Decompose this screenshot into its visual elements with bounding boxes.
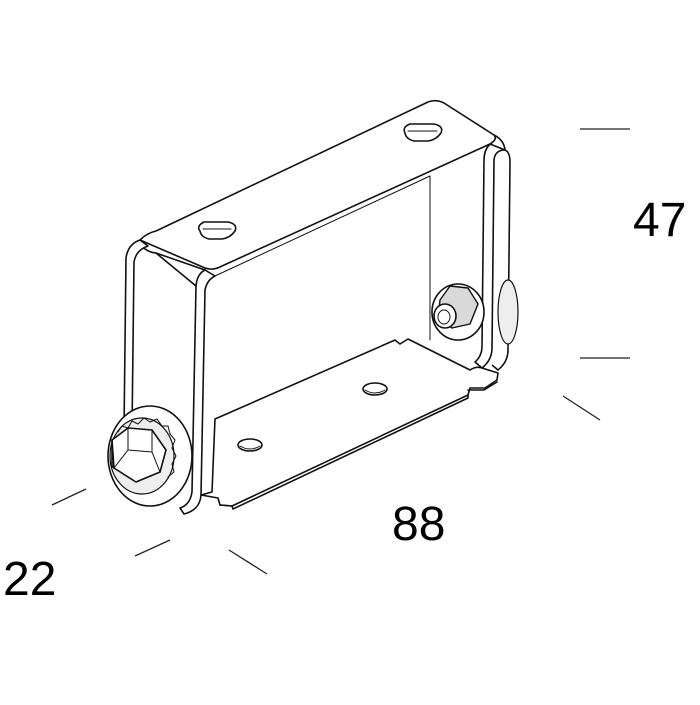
slot-right xyxy=(403,123,443,142)
left-bolt-head-side xyxy=(111,439,115,469)
top-flange-corner xyxy=(493,134,506,151)
left-fastener xyxy=(107,405,193,507)
depth-dimension-label: 22 xyxy=(3,553,57,606)
width-dimension-label: 88 xyxy=(392,498,446,551)
rear-inner-edges xyxy=(214,175,431,341)
dimension-lines xyxy=(51,128,630,575)
left-wall-top-edge xyxy=(155,252,197,287)
base-plate-edge xyxy=(219,394,469,510)
right-fastener xyxy=(431,279,519,345)
width-dim-line-right xyxy=(562,395,601,421)
left-bolt-head-facets xyxy=(113,449,161,473)
left-washer-teeth xyxy=(117,417,177,478)
right-bolt-tip xyxy=(437,309,451,325)
slot-left xyxy=(197,221,237,240)
width-dim-line-left xyxy=(228,549,268,575)
height-dimension-label: 47 xyxy=(633,194,687,247)
base-hole-left-inner xyxy=(239,445,261,450)
base-hole-right-inner xyxy=(364,389,386,394)
base-plate xyxy=(200,338,499,507)
left-wall-inner xyxy=(179,269,216,515)
right-washer-outer xyxy=(497,279,519,345)
left-bolt-head-face xyxy=(127,427,153,453)
left-wall-outer xyxy=(123,239,149,431)
depth-dim-line-bottom xyxy=(134,539,171,557)
top-flange xyxy=(139,99,497,270)
depth-dim-line-top xyxy=(51,488,87,506)
base-plate-tab xyxy=(467,381,498,391)
